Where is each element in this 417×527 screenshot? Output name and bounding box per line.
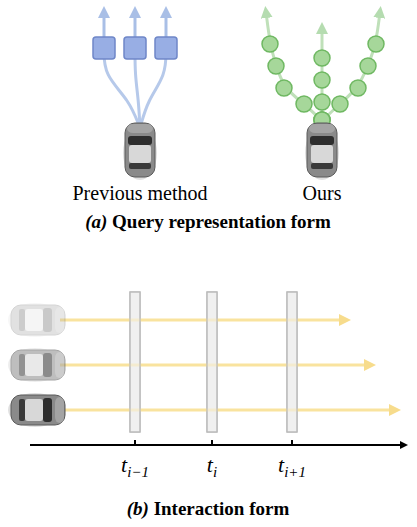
trajectory-arrow xyxy=(60,409,395,412)
method-label: Ours xyxy=(303,182,342,204)
trajectory-arrow xyxy=(60,319,345,322)
car-icon xyxy=(8,348,65,382)
query-circle xyxy=(296,96,312,112)
car-icon xyxy=(305,123,339,180)
query-circle xyxy=(268,58,284,74)
subfigure-caption: (a) Query representation form xyxy=(85,212,331,233)
time-slice xyxy=(130,292,140,432)
time-label: ti+1 xyxy=(278,453,306,477)
method-label: Previous method xyxy=(73,182,208,204)
time-axis xyxy=(30,444,404,446)
car-icon xyxy=(8,303,65,337)
query-circle xyxy=(350,80,366,96)
query-circle xyxy=(276,80,292,96)
query-circle xyxy=(368,36,384,52)
query-circle xyxy=(314,94,330,110)
time-label: ti xyxy=(207,453,217,477)
subfigure-caption: (b) Interaction form xyxy=(127,499,290,520)
time-slice xyxy=(287,292,297,432)
query-circle xyxy=(314,72,330,88)
query-circle xyxy=(360,58,376,74)
query-circle xyxy=(314,50,330,66)
query-square xyxy=(124,37,146,59)
time-label: ti−1 xyxy=(121,453,149,477)
query-square xyxy=(155,37,177,59)
car-icon xyxy=(123,123,157,180)
query-square xyxy=(93,37,115,59)
time-slice xyxy=(207,292,217,432)
query-circle xyxy=(332,96,348,112)
query-circle xyxy=(262,36,278,52)
car-icon xyxy=(8,393,65,427)
